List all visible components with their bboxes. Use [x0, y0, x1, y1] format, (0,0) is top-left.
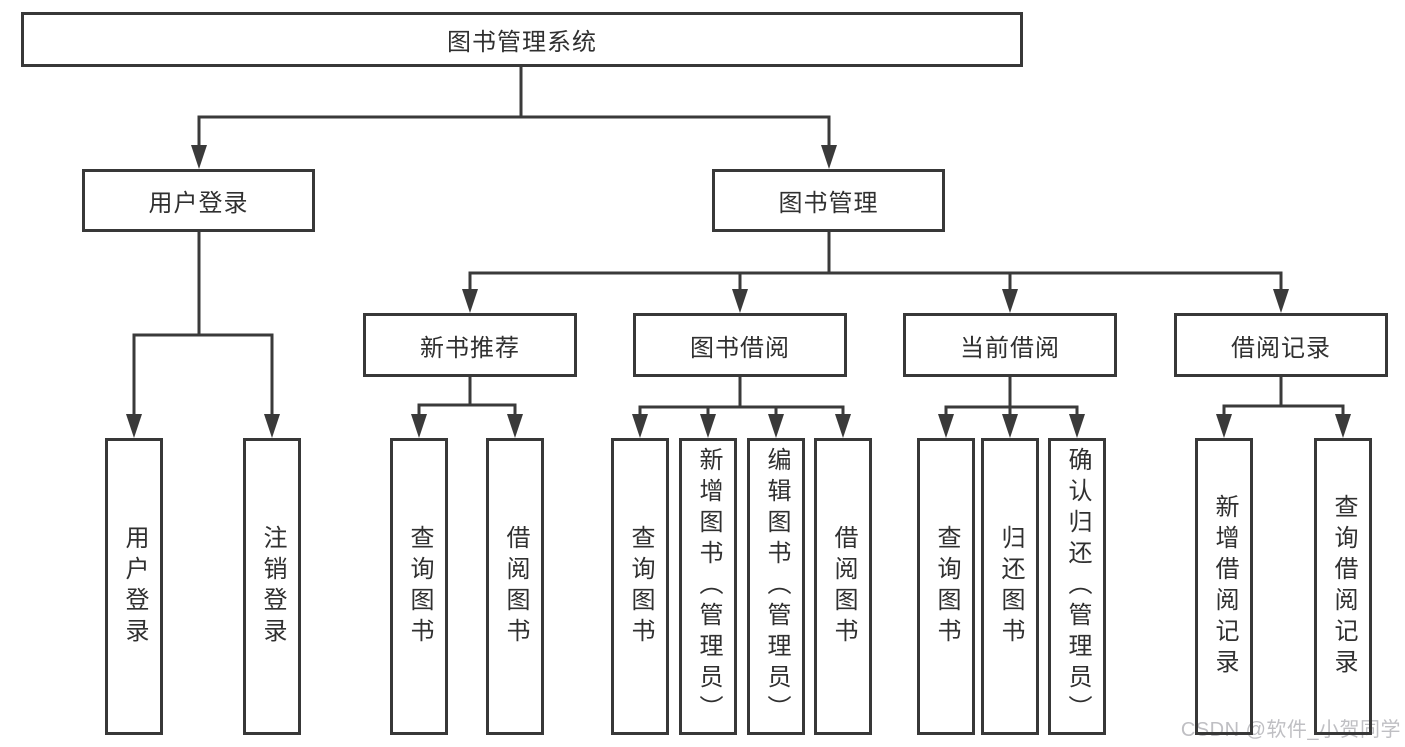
node-library-management-system: 图书管理系统: [21, 12, 1023, 67]
connector-bookborrow-to-leaves: [638, 375, 845, 419]
leaf-logout: 注销登录: [243, 438, 301, 735]
csdn-watermark: CSDN @软件_小贺同学: [1180, 719, 1401, 741]
arrowhead: [1002, 289, 1018, 313]
node-book-borrowing: 图书借阅: [633, 313, 847, 377]
node-label: 图书借阅: [690, 334, 790, 362]
connector-bookmgmt-to-level3: [468, 230, 1283, 294]
arrowhead: [191, 145, 207, 169]
node-label: 借阅图书: [502, 524, 529, 649]
leaf-borrow-query-books: 查询图书: [611, 438, 669, 735]
connector-newbookrec-to-leaves: [417, 375, 517, 419]
leaf-user-login: 用户登录: [105, 438, 163, 735]
arrowhead: [1273, 289, 1289, 313]
arrowhead: [126, 414, 142, 438]
node-label: 查询图书: [933, 524, 960, 649]
leaf-return-books: 归还图书: [981, 438, 1039, 735]
leaf-current-query-books: 查询图书: [917, 438, 975, 735]
connector-borrowrecords-to-leaves: [1222, 375, 1345, 419]
node-borrowing-records: 借阅记录: [1174, 313, 1388, 377]
leaf-query-borrow-record: 查询借阅记录: [1314, 438, 1372, 735]
arrowhead: [264, 414, 280, 438]
node-label: 归还图书: [997, 524, 1024, 649]
arrowhead: [411, 414, 427, 438]
leaf-confirm-return-admin: 确认归还（管理员）: [1048, 438, 1106, 735]
arrowheads: [126, 145, 1351, 438]
arrowhead: [700, 414, 716, 438]
leaf-borrow-books: 借阅图书: [814, 438, 872, 735]
node-label: 借阅记录: [1231, 334, 1331, 362]
arrowhead: [732, 289, 748, 313]
node-label: 用户登录: [121, 524, 148, 649]
connector-currentborrow-to-leaves: [944, 375, 1079, 419]
node-label: 图书管理: [778, 190, 879, 217]
arrowhead: [632, 414, 648, 438]
node-label: 新书推荐: [420, 334, 520, 362]
arrowhead: [1069, 414, 1085, 438]
arrowhead: [835, 414, 851, 438]
node-label: 图书管理系统: [447, 29, 597, 56]
arrowhead: [1216, 414, 1232, 438]
node-label: 新增借阅记录: [1211, 493, 1238, 680]
node-label: 用户登录: [148, 190, 249, 217]
leaf-newbook-borrow-books: 借阅图书: [486, 438, 544, 735]
leaf-newbook-query-books: 查询图书: [390, 438, 448, 735]
arrowhead: [1002, 414, 1018, 438]
node-label: 查询图书: [627, 524, 654, 649]
node-current-borrowing: 当前借阅: [903, 313, 1117, 377]
node-label: 查询借阅记录: [1330, 493, 1357, 680]
node-label: 当前借阅: [960, 334, 1060, 362]
node-label: 编辑图书（管理员）: [763, 447, 790, 726]
node-label: 借阅图书: [830, 524, 857, 649]
leaf-edit-books-admin: 编辑图书（管理员）: [747, 438, 805, 735]
arrowhead: [821, 145, 837, 169]
arrowhead: [768, 414, 784, 438]
arrowhead: [507, 414, 523, 438]
arrowhead: [462, 289, 478, 313]
connector-userlogin-to-leaves: [132, 230, 274, 419]
leaf-add-borrow-record: 新增借阅记录: [1195, 438, 1253, 735]
connector-root-to-level2: [197, 65, 831, 150]
leaf-add-books-admin: 新增图书（管理员）: [679, 438, 737, 735]
node-label: 确认归还（管理员）: [1064, 447, 1091, 726]
node-book-management: 图书管理: [712, 169, 945, 232]
node-label: 查询图书: [406, 524, 433, 649]
node-user-login: 用户登录: [82, 169, 315, 232]
node-new-book-recommend: 新书推荐: [363, 313, 577, 377]
arrowhead: [938, 414, 954, 438]
node-label: 新增图书（管理员）: [695, 447, 722, 726]
arrowhead: [1335, 414, 1351, 438]
node-label: 注销登录: [259, 524, 286, 649]
